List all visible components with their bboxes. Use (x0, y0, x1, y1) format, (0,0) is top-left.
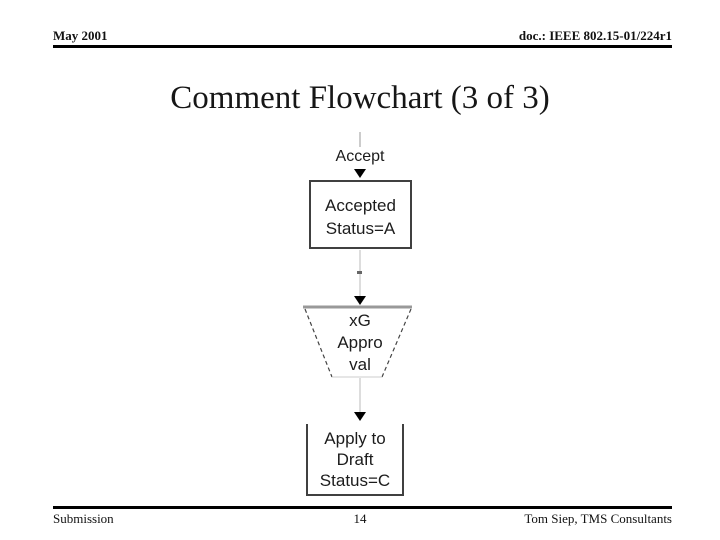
flow-node-accepted-line1: Accepted (325, 195, 396, 215)
footer-author: Tom Siep, TMS Consultants (524, 511, 672, 526)
flow-node-accepted-line2: Status=A (325, 218, 396, 238)
arrow-down-icon (354, 296, 366, 305)
header-doc-number: doc.: IEEE 802.15-01/224r1 (518, 28, 672, 43)
flow-node-apply-line2: Draft (336, 449, 374, 469)
flow-node-accepted-status: Accepted Status=A (309, 180, 412, 249)
flow-accept-label: Accept (335, 148, 385, 165)
flow-node-apply-to-draft: Apply to Draft Status=C (306, 424, 404, 496)
footer-page-number: 14 (353, 511, 367, 526)
flow-node-xg-line2: Appro (337, 333, 383, 352)
header-rule (53, 45, 672, 48)
flow-connector-dash (357, 271, 362, 274)
flow-node-xg-line1: xG (349, 311, 371, 330)
flow-node-apply-line3: Status=C (319, 470, 391, 490)
flow-node-xg-line3: val (349, 355, 371, 374)
flow-entry-connector-line (359, 132, 361, 147)
flow-connector-line (359, 378, 361, 412)
slide-title: Comment Flowchart (3 of 3) (170, 80, 550, 116)
header-date: May 2001 (53, 28, 108, 43)
arrow-down-icon (354, 169, 366, 178)
footer-rule (53, 506, 672, 509)
arrow-down-icon (354, 412, 366, 421)
flow-node-xg-approval: xG Appro val (310, 310, 410, 376)
flow-trapezoid-shape (303, 305, 412, 378)
flow-node-apply-line1: Apply to (324, 428, 386, 448)
footer-submission-label: Submission (53, 511, 114, 526)
